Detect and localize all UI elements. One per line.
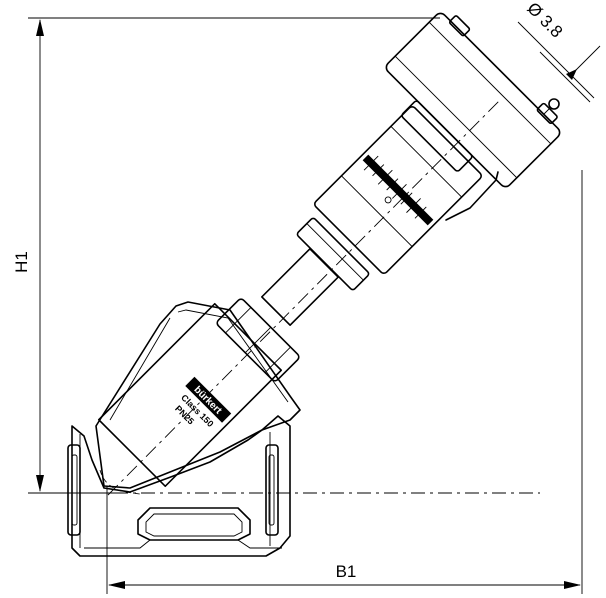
lower-collar xyxy=(296,217,370,291)
union-nut-outline xyxy=(216,298,300,382)
stem-tube xyxy=(261,248,339,326)
width-dimension: B1 xyxy=(106,170,583,594)
scale-indicator xyxy=(384,196,392,204)
side-bracket xyxy=(445,171,499,221)
left-port-inner xyxy=(71,454,78,526)
neck-housing-outline xyxy=(95,301,301,489)
lower-collar-outline xyxy=(296,217,370,291)
height-label: H1 xyxy=(12,251,31,273)
cap-outline xyxy=(385,12,561,188)
diameter-dimension: Ø 3.8 xyxy=(517,0,601,103)
indicator-pin-head xyxy=(548,98,560,110)
cap-lug-right xyxy=(536,102,558,125)
stem-tube-outline xyxy=(261,248,339,326)
union-nut xyxy=(216,298,300,382)
right-port-inner xyxy=(268,454,275,526)
height-arrow-top xyxy=(36,19,44,36)
height-arrow-bottom xyxy=(36,475,44,492)
width-label: B1 xyxy=(336,562,357,581)
diameter-dim-line xyxy=(573,45,601,73)
width-arrow-right xyxy=(564,581,581,589)
diameter-leader-line-2 xyxy=(539,51,591,103)
valve-neck xyxy=(97,302,283,488)
cylinder-outline xyxy=(314,106,482,274)
diameter-label: Ø 3.8 xyxy=(523,0,566,42)
position-scale xyxy=(362,154,434,226)
left-port-flange xyxy=(67,444,81,536)
body-nameplate: bürkert Class 150 PN25 xyxy=(173,376,232,429)
body-bottom-pocket-inner xyxy=(145,513,243,537)
actuator-cap xyxy=(385,12,561,188)
neck-housing-left-edge xyxy=(95,425,105,487)
indicator-pin xyxy=(543,98,560,115)
diameter-arrow xyxy=(566,69,577,80)
body-inner-edges xyxy=(79,432,271,548)
width-arrow-left xyxy=(108,581,125,589)
diameter-leader-line xyxy=(517,21,595,99)
valve-body xyxy=(67,415,291,557)
neck-block xyxy=(97,302,283,488)
actuator-axis-line xyxy=(107,99,501,496)
cap-lug-left xyxy=(448,15,471,37)
neck-housing xyxy=(95,301,301,489)
right-port-flange xyxy=(265,444,279,536)
body-base-lines xyxy=(84,539,282,549)
actuator-cylinder xyxy=(314,106,482,274)
scale-band xyxy=(362,154,434,226)
neck-housing-inner xyxy=(109,309,289,421)
height-dimension: H1 xyxy=(12,17,440,494)
cap-lower-ring xyxy=(401,100,473,172)
brand-plate xyxy=(185,376,232,423)
body-bottom-pocket xyxy=(137,507,251,541)
